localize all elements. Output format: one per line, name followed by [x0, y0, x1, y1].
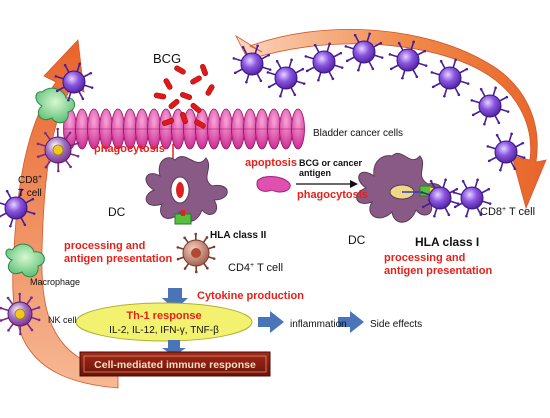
- cd8-t-cell-left-label-line2: T cell: [18, 188, 42, 199]
- apoptotic-body: [257, 177, 290, 192]
- processing-left-label-line2: antigen presentation: [64, 253, 172, 265]
- phagocytosis-left-label: phagocytosis: [94, 143, 165, 155]
- apoptosis-label: apoptosis: [245, 157, 297, 169]
- dc-left-label: DC: [108, 205, 126, 219]
- processing-right-label-line1: processing and: [384, 252, 465, 264]
- th1-response-label: Th-1 response: [126, 310, 201, 322]
- bcg-or-cancer-antigen-label-line2: antigen: [299, 168, 331, 178]
- cd4-t-cell-label: CD4+ T cell: [228, 262, 283, 274]
- t-cell: [305, 43, 344, 82]
- bcg-rod: [180, 92, 193, 101]
- macrophage-label: Macrophage: [30, 277, 80, 287]
- hla-class-ii-label: HLA class II: [210, 230, 267, 241]
- bcg-rod: [200, 64, 209, 77]
- t-cell: [471, 87, 510, 126]
- cytokines-list-label: IL-2, IL-12, IFN-γ, TNF-β: [109, 325, 219, 336]
- processing-left-label-line1: processing and: [64, 240, 145, 252]
- bcg-rod: [190, 75, 203, 85]
- bcg-rod: [174, 65, 187, 75]
- side-effects-label: Side effects: [370, 319, 422, 330]
- hla-class-i-label: HLA class I: [415, 235, 479, 249]
- t-cell: [431, 59, 470, 98]
- antigen-transfer-arrowhead: [350, 180, 358, 188]
- bcg-rod: [205, 84, 215, 97]
- bcg-label: BCG: [153, 51, 181, 66]
- bcg-rod: [154, 92, 167, 99]
- inflammation-label: inflammation: [290, 319, 347, 330]
- inflammation-arrow: [258, 311, 284, 333]
- dendritic-cell-left: [146, 157, 227, 224]
- t-cell: [267, 59, 306, 98]
- cell-mediated-response-label: Cell-mediated immune response: [94, 359, 256, 371]
- dc-right-label: DC: [348, 233, 366, 247]
- nk-cell-label: NK cell: [48, 315, 77, 325]
- bcg-rod: [163, 78, 173, 91]
- bladder-cancer-cells-label: Bladder cancer cells: [313, 128, 403, 139]
- processing-right-label-line2: antigen presentation: [384, 265, 492, 277]
- cytokine-production-label: Cytokine production: [197, 290, 304, 302]
- bcg-rod: [168, 98, 180, 110]
- dendritic-cell-right: [357, 153, 443, 222]
- bcg-or-cancer-antigen-label-line1: BCG or cancer: [299, 158, 363, 168]
- cd8-t-cell-right-label: CD8+ T cell: [480, 206, 535, 218]
- phagocytosis-right-label: phagocytosis: [297, 189, 368, 201]
